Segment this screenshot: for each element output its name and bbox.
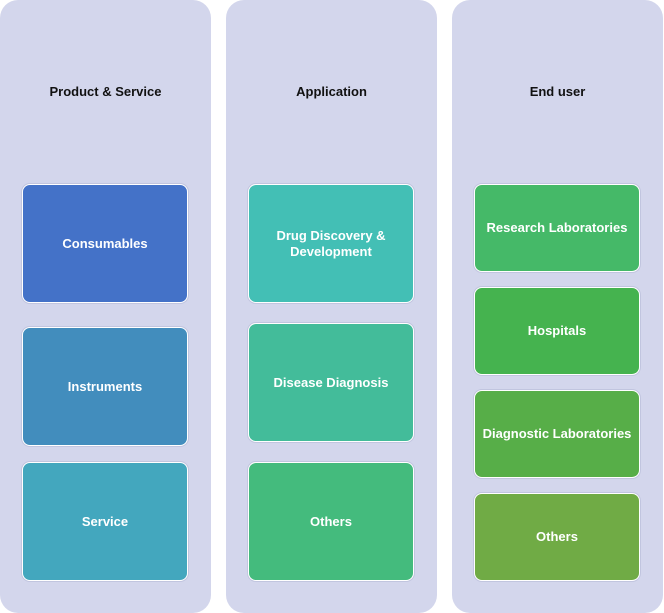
box-others-end-user: Others — [474, 493, 640, 581]
box-diagnostic-laboratories: Diagnostic Laboratories — [474, 390, 640, 478]
column-title: End user — [529, 84, 586, 99]
box-disease-diagnosis: Disease Diagnosis — [248, 323, 414, 442]
box-hospitals: Hospitals — [474, 287, 640, 375]
box-others-application: Others — [248, 462, 414, 581]
box-drug-discovery-development: Drug Discovery & Development — [248, 184, 414, 303]
box-service: Service — [22, 462, 188, 581]
column-product-service: Product & Service Consumables Instrument… — [0, 0, 211, 613]
column-title: Product & Service — [49, 84, 162, 99]
column-end-user: End user Research Laboratories Hospitals… — [452, 0, 663, 613]
column-title: Application — [296, 84, 367, 99]
box-instruments: Instruments — [22, 327, 188, 446]
box-consumables: Consumables — [22, 184, 188, 303]
column-application: Application Drug Discovery & Development… — [226, 0, 437, 613]
box-research-laboratories: Research Laboratories — [474, 184, 640, 272]
